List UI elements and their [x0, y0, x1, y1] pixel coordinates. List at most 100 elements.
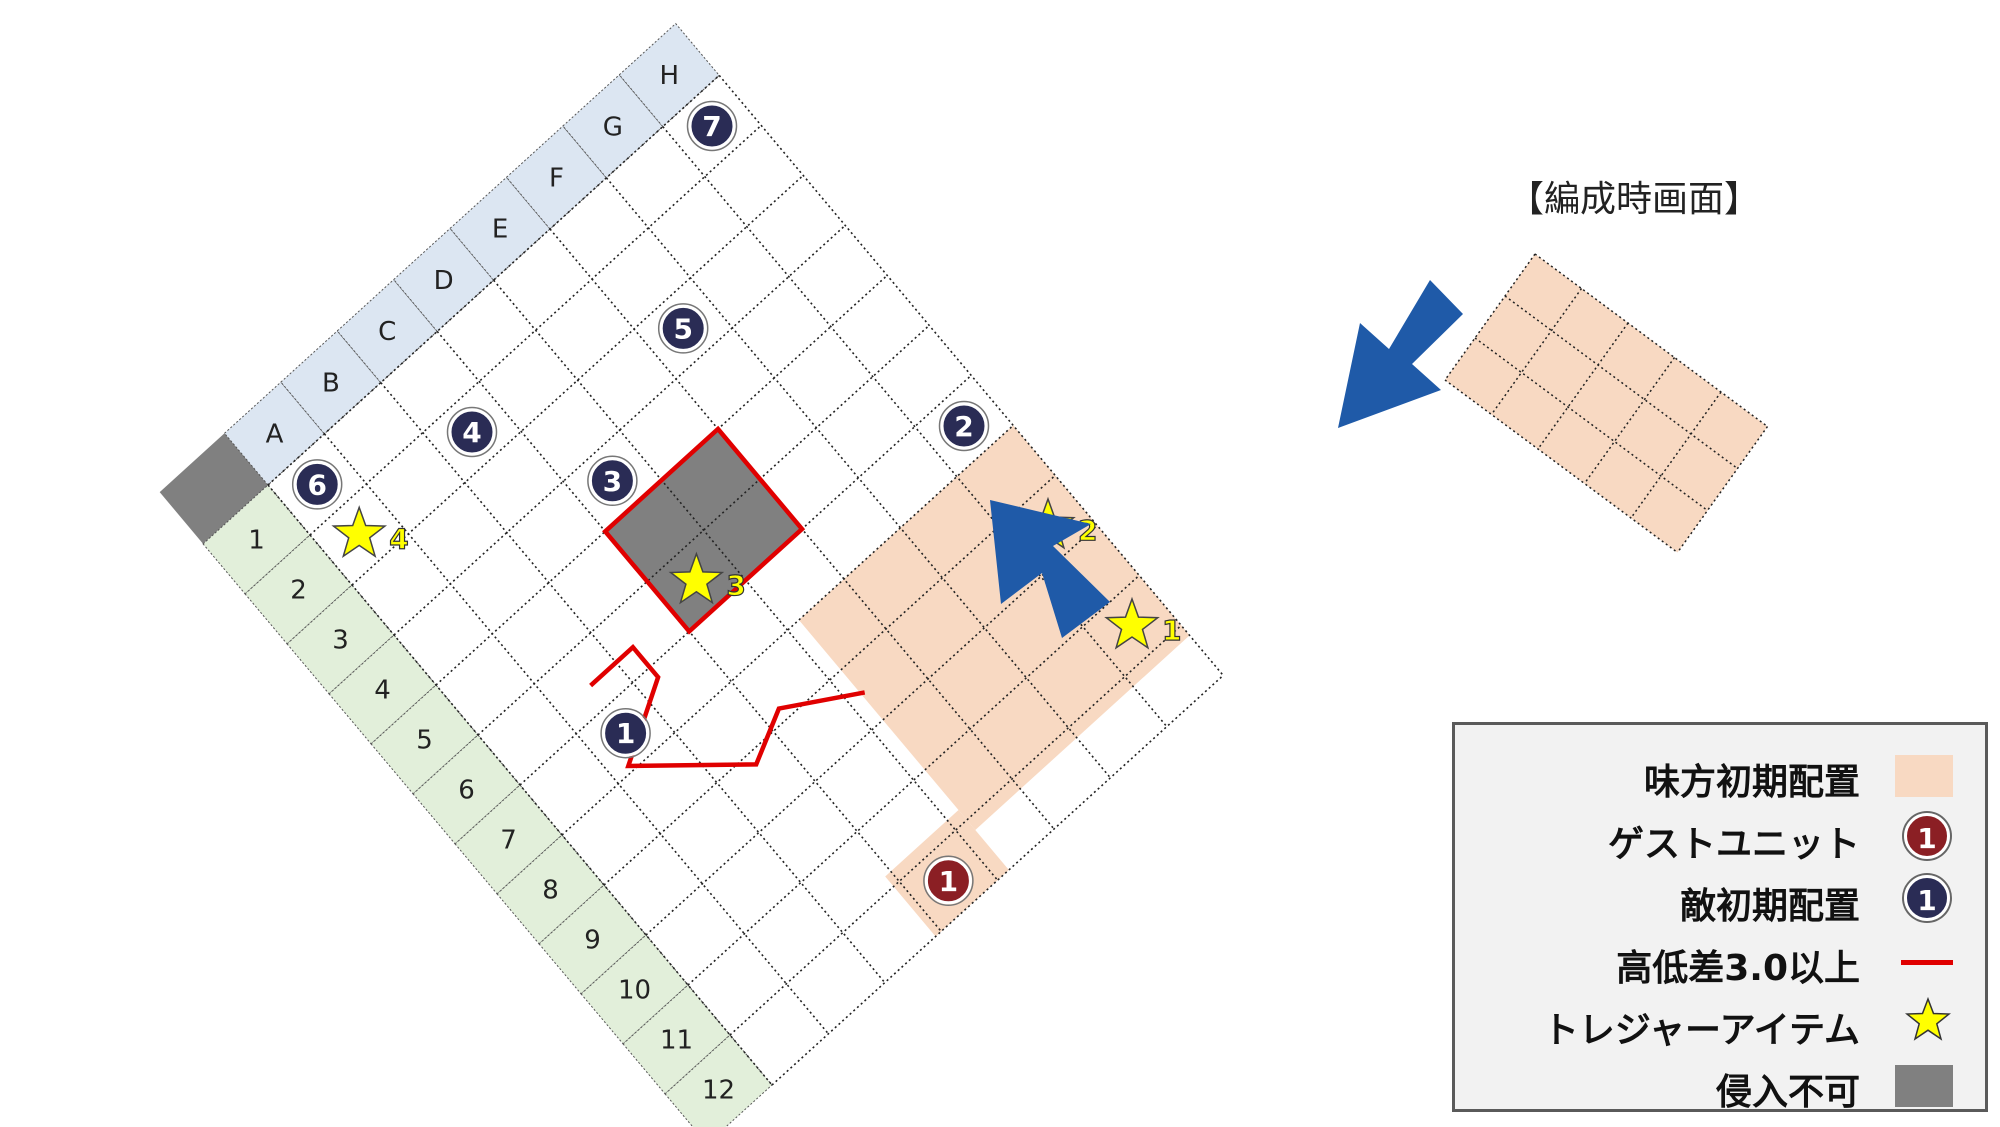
- svg-text:5: 5: [673, 312, 692, 345]
- legend: 味方初期配置 ゲストユニット 1 敵初期配置 1 高低差3.0以上 トレジャーア…: [1452, 722, 1988, 1115]
- star-icon: [1905, 997, 1951, 1041]
- grid-line: [1474, 337, 1708, 512]
- row-label: 4: [374, 675, 391, 705]
- row-label: 7: [500, 825, 517, 855]
- svg-text:2: 2: [1078, 514, 1097, 547]
- grid-line: [1534, 253, 1768, 428]
- column-label: A: [266, 420, 284, 450]
- enemy-unit-marker: 6: [291, 459, 343, 510]
- svg-text:4: 4: [389, 522, 408, 555]
- column-header-cell: [449, 176, 551, 281]
- direction-arrows: [990, 280, 1463, 638]
- row-label: 12: [702, 1075, 735, 1105]
- legend-label-blocked: 侵入不可: [1715, 1072, 1860, 1113]
- column-label: F: [549, 164, 564, 194]
- grid-line: [1444, 253, 1536, 381]
- legend-row-ally: 味方初期配置: [1455, 745, 1985, 805]
- height-diff-line: [589, 643, 866, 769]
- formation-screen-caption: 【編成時画面】: [1508, 179, 1761, 220]
- enemy-unit-marker: 1: [600, 707, 651, 759]
- grid-line: [351, 174, 804, 586]
- legend-row-blocked: 侵入不可: [1455, 1055, 1985, 1115]
- grid-line: [519, 374, 972, 786]
- legend-label-height: 高低差3.0以上: [1616, 948, 1860, 989]
- column-header-cell: [618, 22, 720, 128]
- grid-line: [718, 74, 1224, 676]
- legend-row-guest: ゲストユニット 1: [1455, 807, 1985, 867]
- grid-line: [477, 324, 930, 736]
- grid-line: [1444, 379, 1678, 554]
- height-line-swatch: [1901, 960, 1953, 965]
- blocked-swatch: [1895, 1065, 1953, 1107]
- height-diff-line: [602, 425, 806, 635]
- grid-line: [771, 674, 1224, 1086]
- grid-line: [1676, 426, 1769, 553]
- svg-text:1: 1: [1162, 614, 1181, 647]
- grid-line: [729, 624, 1182, 1036]
- formation-preview-area: [1445, 254, 1768, 553]
- row-label: 1: [248, 525, 265, 555]
- grid-line: [1490, 288, 1583, 415]
- column-label: C: [378, 317, 396, 347]
- grid-line: [1504, 295, 1738, 470]
- column-header-cell: [280, 330, 382, 435]
- svg-text:3: 3: [603, 465, 622, 498]
- legend-row-height: 高低差3.0以上: [1455, 931, 1985, 991]
- arrow-icon: [1338, 280, 1463, 428]
- grid-line: [605, 177, 1112, 779]
- svg-text:3: 3: [726, 569, 745, 602]
- grid-line: [687, 574, 1140, 986]
- column-label: G: [603, 112, 623, 142]
- column-header-cell: [505, 125, 608, 230]
- grid-line: [645, 524, 1098, 936]
- treasure-star-icon: 4: [331, 505, 409, 558]
- guest-unit-icon: 1: [1904, 813, 1950, 859]
- grid-line: [393, 224, 846, 636]
- row-label: 11: [660, 1025, 693, 1055]
- svg-text:6: 6: [307, 468, 326, 501]
- legend-label-ally: 味方初期配置: [1643, 762, 1860, 803]
- enemy-unit-marker: 4: [446, 406, 498, 458]
- grid-line: [1583, 357, 1676, 484]
- row-label: 8: [542, 875, 559, 905]
- svg-text:1: 1: [939, 865, 958, 898]
- enemy-unit-marker: 7: [686, 100, 738, 152]
- svg-text:1: 1: [616, 717, 635, 750]
- grid-line: [380, 382, 886, 984]
- row-label: 2: [290, 575, 307, 605]
- column-header-cell: [223, 381, 326, 486]
- enemy-unit-icon: 1: [1904, 875, 1950, 921]
- column-label: D: [434, 266, 454, 296]
- legend-label-enemy: 敵初期配置: [1679, 886, 1860, 927]
- grid-line: [662, 126, 1168, 728]
- row-label: 9: [584, 925, 601, 955]
- row-label: 5: [416, 725, 433, 755]
- grid-line: [309, 124, 762, 536]
- ally-deploy-zone: [798, 425, 1190, 830]
- column-header-cell: [393, 227, 495, 333]
- column-label: B: [322, 368, 340, 398]
- column-label: E: [492, 215, 508, 245]
- row-label: 6: [458, 775, 475, 805]
- legend-label-treasure: トレジャーアイテム: [1542, 1010, 1860, 1051]
- svg-text:2: 2: [954, 410, 973, 443]
- enemy-unit-marker: 3: [587, 455, 638, 507]
- treasure-star-icon: 3: [668, 551, 746, 605]
- grid-line: [1630, 391, 1722, 519]
- formation-preview: [1444, 253, 1769, 554]
- grid-line: [267, 74, 720, 486]
- legend-row-enemy: 敵初期配置 1: [1455, 869, 1985, 929]
- arrow-icon: [990, 500, 1110, 638]
- treasure-star-icon: 1: [1104, 596, 1182, 650]
- legend-row-treasure: トレジャーアイテム: [1455, 993, 1985, 1053]
- guest-unit-marker: 1: [923, 855, 974, 907]
- grid-line: [603, 474, 1056, 886]
- grid-line: [1537, 322, 1629, 450]
- row-label: 3: [332, 625, 349, 655]
- grid-line: [435, 274, 888, 686]
- column-header-cell: [562, 74, 664, 179]
- svg-text:4: 4: [462, 416, 481, 449]
- row-label: 10: [618, 975, 651, 1005]
